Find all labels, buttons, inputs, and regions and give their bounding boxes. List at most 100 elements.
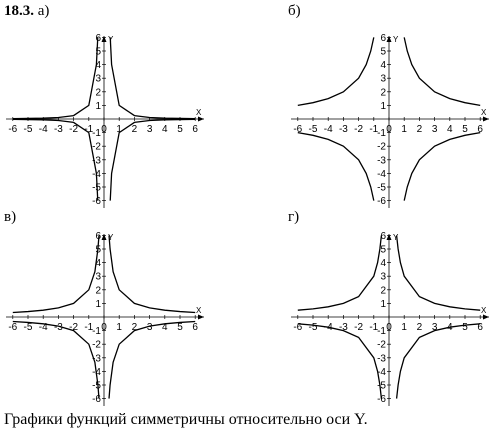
x-axis-arrow	[483, 314, 489, 320]
x-tick-label: 3	[432, 124, 438, 135]
x-axis-arrow	[198, 314, 204, 320]
x-tick-label: -5	[24, 124, 33, 135]
series-line	[109, 118, 196, 201]
y-tick-label: -2	[377, 142, 386, 153]
x-axis-label: X	[196, 306, 202, 315]
x-tick-label: 2	[417, 322, 423, 333]
y-tick-label: 6	[95, 33, 101, 44]
x-tick-label: 6	[192, 322, 198, 333]
y-tick-label: 2	[95, 285, 101, 296]
x-axis-label: X	[196, 108, 202, 117]
y-tick-label: 2	[380, 87, 386, 98]
x-tick-label: -2	[354, 322, 363, 333]
x-tick-label: -6	[293, 322, 302, 333]
y-tick-label: 4	[380, 258, 386, 269]
x-axis-label: X	[481, 306, 487, 315]
y-tick-label: 2	[380, 285, 386, 296]
y-tick-label: 5	[380, 47, 386, 58]
problem-number: 18.3.	[4, 3, 34, 19]
chart-label-g: г)	[288, 209, 300, 225]
x-tick-label: -1	[84, 322, 93, 333]
y-tick-label: 4	[95, 258, 101, 269]
x-axis-label: X	[481, 108, 487, 117]
series-line	[109, 37, 196, 120]
y-tick-label: -1	[377, 128, 386, 139]
x-tick-label: 3	[432, 322, 438, 333]
y-tick-label: -2	[92, 340, 101, 351]
y-axis-arrow	[386, 234, 392, 240]
y-tick-label: 4	[95, 60, 101, 71]
y-tick-label: -5	[377, 381, 386, 392]
y-tick-label: -1	[377, 326, 386, 337]
x-tick-label: -3	[339, 124, 348, 135]
x-tick-label: 0	[386, 124, 392, 135]
x-tick-label: 4	[162, 124, 168, 135]
chart-label-a: а)	[37, 3, 50, 19]
x-tick-label: 1	[401, 124, 407, 135]
series-line	[297, 323, 383, 399]
y-axis-label: Y	[393, 35, 399, 44]
y-tick-label: 6	[380, 33, 386, 44]
problem-header: 18.3. а)	[4, 3, 49, 20]
series-line	[108, 320, 196, 399]
series-line	[395, 235, 481, 311]
y-tick-label: 3	[95, 272, 101, 283]
x-tick-label: -4	[324, 124, 333, 135]
y-tick-label: -4	[377, 367, 386, 378]
y-tick-label: -5	[92, 381, 101, 392]
x-tick-label: 5	[177, 322, 183, 333]
chart-label-v: в)	[4, 209, 17, 225]
x-tick-label: 5	[462, 322, 468, 333]
y-tick-label: -6	[92, 196, 101, 207]
series-line	[403, 131, 481, 201]
x-tick-label: -1	[84, 124, 93, 135]
x-tick-label: 5	[462, 124, 468, 135]
y-axis-label: Y	[393, 233, 399, 242]
x-tick-label: -6	[293, 124, 302, 135]
y-tick-label: -1	[92, 326, 101, 337]
series-line	[108, 235, 196, 314]
y-tick-label: -5	[377, 183, 386, 194]
y-tick-label: 1	[380, 299, 386, 310]
y-tick-label: -3	[92, 155, 101, 166]
y-tick-label: 1	[95, 299, 101, 310]
series-line	[297, 235, 383, 311]
y-tick-label: -3	[377, 155, 386, 166]
x-tick-label: -2	[69, 322, 78, 333]
y-tick-label: -1	[92, 128, 101, 139]
y-tick-label: -6	[377, 394, 386, 405]
x-tick-label: -6	[8, 322, 17, 333]
x-tick-label: 6	[192, 124, 198, 135]
y-axis-label: Y	[108, 35, 114, 44]
x-tick-label: -5	[24, 322, 33, 333]
y-tick-label: -2	[377, 340, 386, 351]
x-axis-arrow	[483, 116, 489, 122]
y-tick-label: 3	[380, 74, 386, 85]
series-line	[12, 118, 99, 201]
x-tick-label: 1	[116, 322, 122, 333]
x-tick-label: 2	[417, 124, 423, 135]
x-tick-label: 2	[132, 124, 138, 135]
x-tick-label: 6	[477, 322, 483, 333]
x-tick-label: 0	[386, 322, 392, 333]
y-tick-label: 3	[380, 272, 386, 283]
x-axis-arrow	[198, 116, 204, 122]
y-tick-label: -6	[377, 196, 386, 207]
x-tick-label: -1	[369, 124, 378, 135]
chart-label-b: б)	[288, 3, 301, 19]
x-tick-label: -3	[54, 322, 63, 333]
x-tick-label: 0	[101, 322, 107, 333]
y-tick-label: 6	[380, 231, 386, 242]
x-tick-label: -4	[39, 322, 48, 333]
x-tick-label: -1	[369, 322, 378, 333]
y-tick-label: -4	[377, 169, 386, 180]
series-line	[12, 235, 100, 314]
x-tick-label: -3	[54, 124, 63, 135]
series-line	[297, 37, 375, 107]
